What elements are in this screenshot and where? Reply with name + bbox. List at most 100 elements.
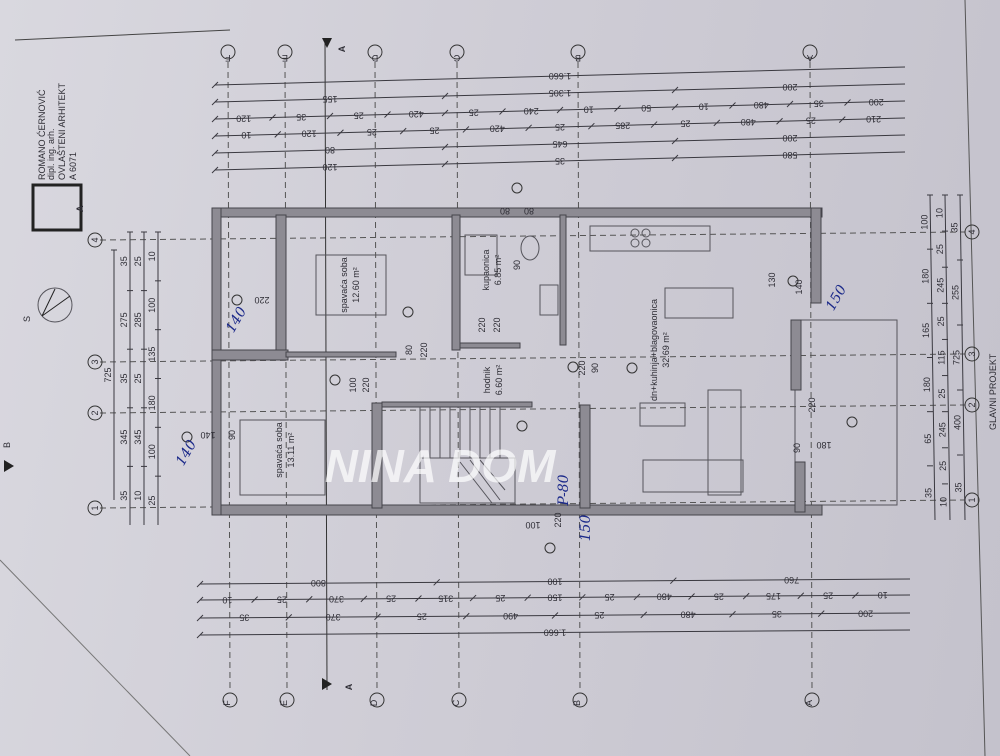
dimension-value: 200 — [858, 608, 873, 618]
dimension-tick — [211, 132, 219, 140]
dimension-value: 370 — [326, 612, 341, 622]
axis-bubble — [220, 44, 236, 60]
dimension-value: 25 — [937, 389, 947, 399]
dimension-tick — [578, 593, 586, 601]
walls — [211, 207, 823, 516]
dimension-value: 480 — [681, 610, 696, 620]
wall-top — [211, 207, 823, 218]
north-arrow: S — [22, 287, 73, 323]
dimension-tick — [441, 109, 449, 117]
axis-bubble — [279, 692, 295, 708]
dimension-value: 255 — [951, 285, 961, 300]
dimension-value: 35 — [555, 156, 565, 166]
dimension-value: 1.660 — [544, 628, 567, 638]
north-label: S — [22, 316, 32, 322]
dimension-value: 420 — [490, 124, 505, 134]
toilet — [520, 235, 540, 261]
dimension-tick — [274, 131, 282, 138]
section-label: A — [337, 45, 347, 52]
dimension-value: 180 — [147, 395, 157, 410]
axis-bubble — [87, 405, 103, 421]
dimension-value: 725 — [952, 350, 962, 365]
opening-dimension: 220 — [577, 360, 587, 375]
handwritten-note: 140 — [173, 437, 200, 468]
dimension-tick — [196, 631, 204, 639]
axis-line-B — [577, 61, 581, 691]
opening-dimension: 140 — [200, 430, 215, 440]
light-symbol — [402, 306, 414, 318]
wall-right-mid — [790, 319, 802, 391]
dimension-value: 35 — [772, 609, 782, 619]
dimension-tick — [384, 111, 391, 118]
axis-line-F — [227, 61, 231, 691]
axis-label-A: A — [807, 53, 813, 63]
dimension-value: 25 — [495, 593, 505, 603]
light-symbol — [544, 542, 556, 554]
light-symbol — [516, 420, 528, 432]
dimension-value: 10 — [241, 130, 251, 140]
dimension-tick — [211, 115, 219, 123]
sheet-edge — [0, 559, 191, 756]
dimension-value: 760 — [784, 575, 799, 585]
axis-line-2 — [99, 404, 966, 414]
dimension-line — [959, 194, 966, 521]
axis-label-B: B — [575, 53, 581, 63]
dimension-value: 25 — [367, 127, 377, 137]
axis-bubble — [964, 397, 980, 413]
sheet-border-top — [14, 29, 231, 41]
dimension-value: 25 — [133, 373, 143, 383]
dimension-tick — [462, 126, 470, 133]
opening-dimension: 90 — [512, 260, 522, 270]
axis-label-C: C — [453, 53, 460, 63]
dimension-tick — [374, 613, 381, 621]
wall-bathroom-right — [559, 214, 567, 346]
dimension-tick — [669, 577, 677, 585]
stair-arrow — [459, 459, 506, 504]
wall-left — [211, 207, 222, 516]
dimension-tick — [786, 100, 794, 108]
dimension-tick — [525, 124, 532, 132]
dimension-value: 35 — [119, 491, 129, 501]
opening-dimension: 220 — [361, 377, 371, 392]
dimension-tick — [251, 596, 258, 603]
dimension-tick — [433, 578, 441, 586]
dimension-tick — [524, 594, 532, 602]
dimension-value: 135 — [147, 347, 157, 362]
axis-label-D: D — [369, 699, 379, 706]
dimension-value: 345 — [119, 430, 129, 445]
dimension-value: 10 — [934, 208, 944, 218]
dimension-tick — [337, 129, 344, 137]
axis-label-4: 4 — [967, 229, 977, 234]
dimension-value: 285 — [133, 312, 143, 327]
title-line-4: A 6071 — [68, 152, 78, 180]
architect-stamp: A ROMANO ĆERNOVIĆ dipl. ing. arh. OVLAŠT… — [31, 82, 85, 232]
dimension-value: 645 — [552, 139, 567, 149]
coffee-table — [639, 402, 686, 427]
dimension-value: 315 — [438, 593, 453, 603]
opening-dimension: 220 — [492, 317, 502, 332]
opening-dimension: 220 — [553, 512, 563, 527]
room-area: 13.11 m² — [286, 433, 296, 468]
title-line-2: dipl. ing. arh. — [46, 128, 56, 180]
dimension-value: 1.660 — [549, 71, 572, 81]
section-label-b: B — [2, 442, 12, 448]
dimension-tick — [441, 143, 449, 151]
dimension-value: 370 — [329, 594, 344, 604]
dimension-value: 180 — [920, 269, 930, 284]
light-symbol — [626, 362, 638, 374]
light-symbol — [787, 275, 799, 287]
axis-label-E: E — [279, 700, 289, 706]
opening-dimension: 220 — [254, 295, 269, 305]
dimension-value: 100 — [919, 215, 929, 230]
axis-label-B: B — [572, 700, 582, 706]
dimension-tick — [729, 610, 736, 618]
axis-label-1: 1 — [90, 505, 100, 510]
wall-bedroom1 — [275, 214, 287, 361]
opening-dimension: 100 — [348, 377, 358, 392]
room-area: 6.60 m² — [494, 365, 504, 396]
wall-stair-left — [371, 402, 383, 509]
dimension-tick — [640, 611, 648, 619]
dimension-tick — [844, 99, 851, 106]
dimension-tick — [196, 614, 204, 622]
dimension-tick — [742, 592, 750, 600]
